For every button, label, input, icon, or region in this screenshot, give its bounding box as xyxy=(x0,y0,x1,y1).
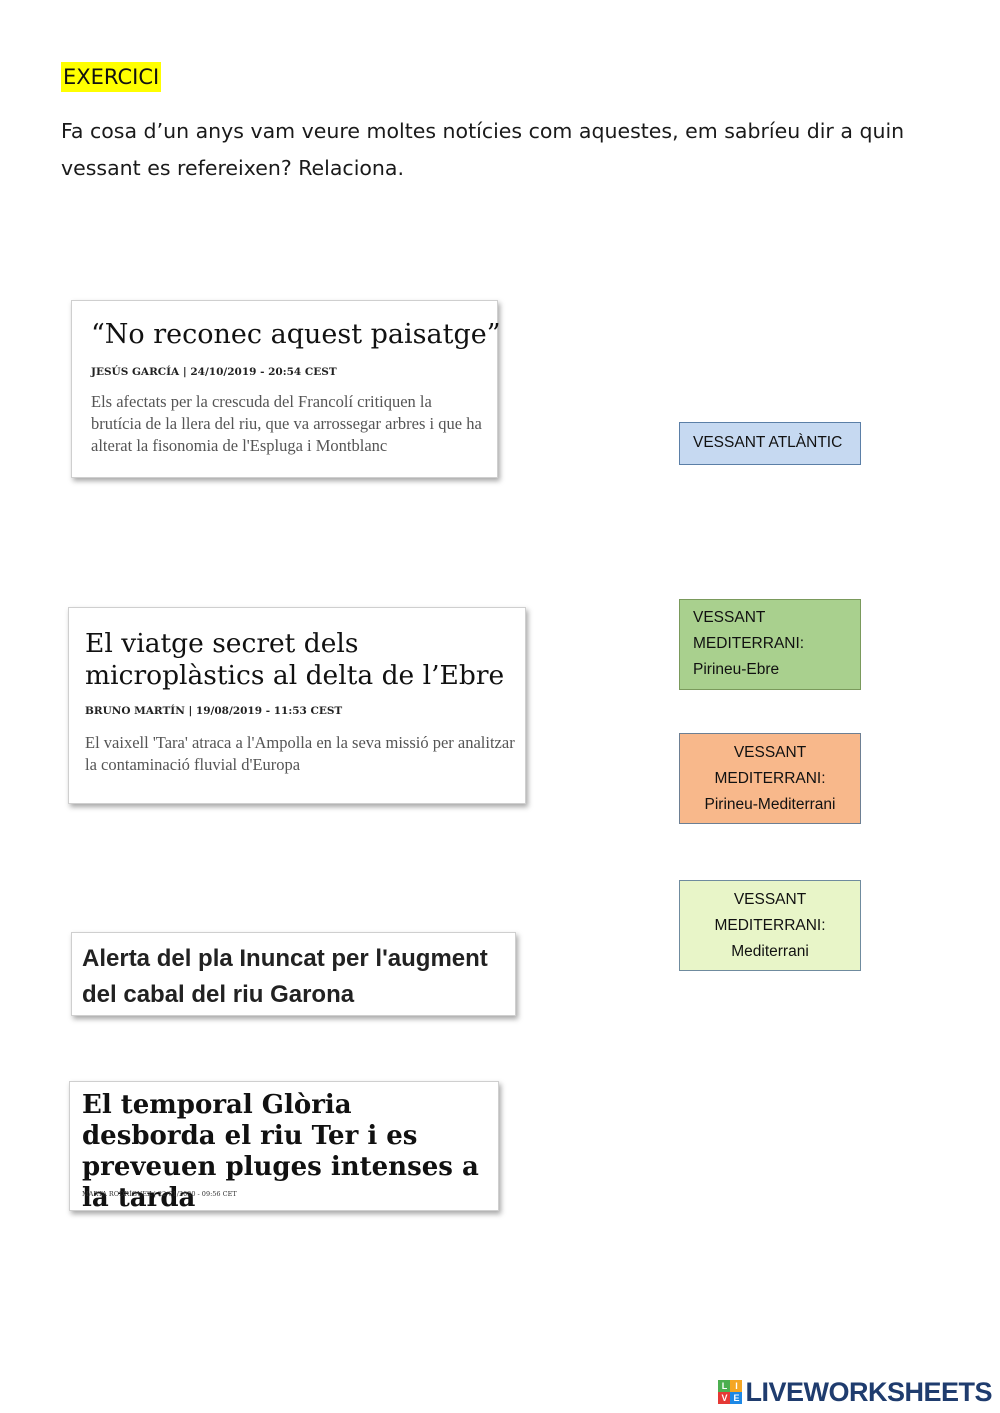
option-mediterrani-pirineu-mediterrani[interactable]: VESSANT MEDITERRANI: Pirineu-Mediterrani xyxy=(679,733,861,824)
option-label-line: Pirineu-Ebre xyxy=(693,661,780,678)
liveworksheets-logo-icon: L I V E xyxy=(718,1380,743,1404)
news-byline: BRUNO MARTÍN | 19/08/2019 - 11:53 CEST xyxy=(85,705,343,717)
option-label-line: VESSANT xyxy=(733,891,807,908)
news-byline: JESÚS GARCÍA | 24/10/2019 - 20:54 CEST xyxy=(91,366,337,378)
option-label: VESSANT ATLÀNTIC xyxy=(693,434,843,451)
option-label-line: Pirineu-Mediterrani xyxy=(704,796,836,813)
option-label-line: MEDITERRANI: xyxy=(714,770,826,787)
logo-letter: E xyxy=(730,1392,743,1404)
option-label-line: MEDITERRANI: xyxy=(714,917,826,934)
option-mediterrani-mediterrani[interactable]: VESSANT MEDITERRANI: Mediterrani xyxy=(679,880,861,971)
instructions-text: Fa cosa d’un anys vam veure moltes notíc… xyxy=(61,119,905,180)
option-label-line: VESSANT xyxy=(733,744,807,761)
news-card-garona[interactable]: Alerta del pla Inuncat per l'augment del… xyxy=(71,932,516,1016)
option-vessant-atlantic[interactable]: VESSANT ATLÀNTIC xyxy=(679,422,861,465)
option-label-line: VESSANT xyxy=(693,609,766,626)
option-label-line: Mediterrani xyxy=(731,943,809,960)
news-card-francoli[interactable]: “No reconec aquest paisatge” JESÚS GARCÍ… xyxy=(71,300,501,478)
logo-letter: L xyxy=(718,1380,731,1392)
liveworksheets-brand: L I V E LIVEWORKSHEETS xyxy=(718,1374,992,1410)
news-title: “No reconec aquest paisatge” xyxy=(91,319,501,350)
news-summary: El vaixell 'Tara' atraca a l'Ampolla en … xyxy=(85,733,515,774)
news-title: Alerta del pla Inuncat per l'augment del… xyxy=(82,945,488,1008)
exercise-heading: EXERCICI xyxy=(61,62,162,92)
news-card-ter[interactable]: El temporal Glòria desborda el riu Ter i… xyxy=(69,1081,499,1213)
logo-letter: V xyxy=(718,1392,731,1404)
news-byline: MARTA RODRÍGUEZ | 22/01/2020 - 09:56 CET xyxy=(82,1190,237,1198)
news-card-ebre[interactable]: El viatge secret dels microplàstics al d… xyxy=(68,607,526,804)
news-title: El temporal Glòria desborda el riu Ter i… xyxy=(82,1090,479,1213)
news-summary: Els afectats per la crescuda del Francol… xyxy=(91,392,482,455)
brand-name: LIVEWORKSHEETS xyxy=(745,1376,992,1407)
logo-letter: I xyxy=(730,1380,743,1392)
option-label-line: MEDITERRANI: xyxy=(693,635,805,652)
option-mediterrani-pirineu-ebre[interactable]: VESSANT MEDITERRANI: Pirineu-Ebre xyxy=(679,599,861,690)
news-title: El viatge secret dels microplàstics al d… xyxy=(85,628,505,691)
